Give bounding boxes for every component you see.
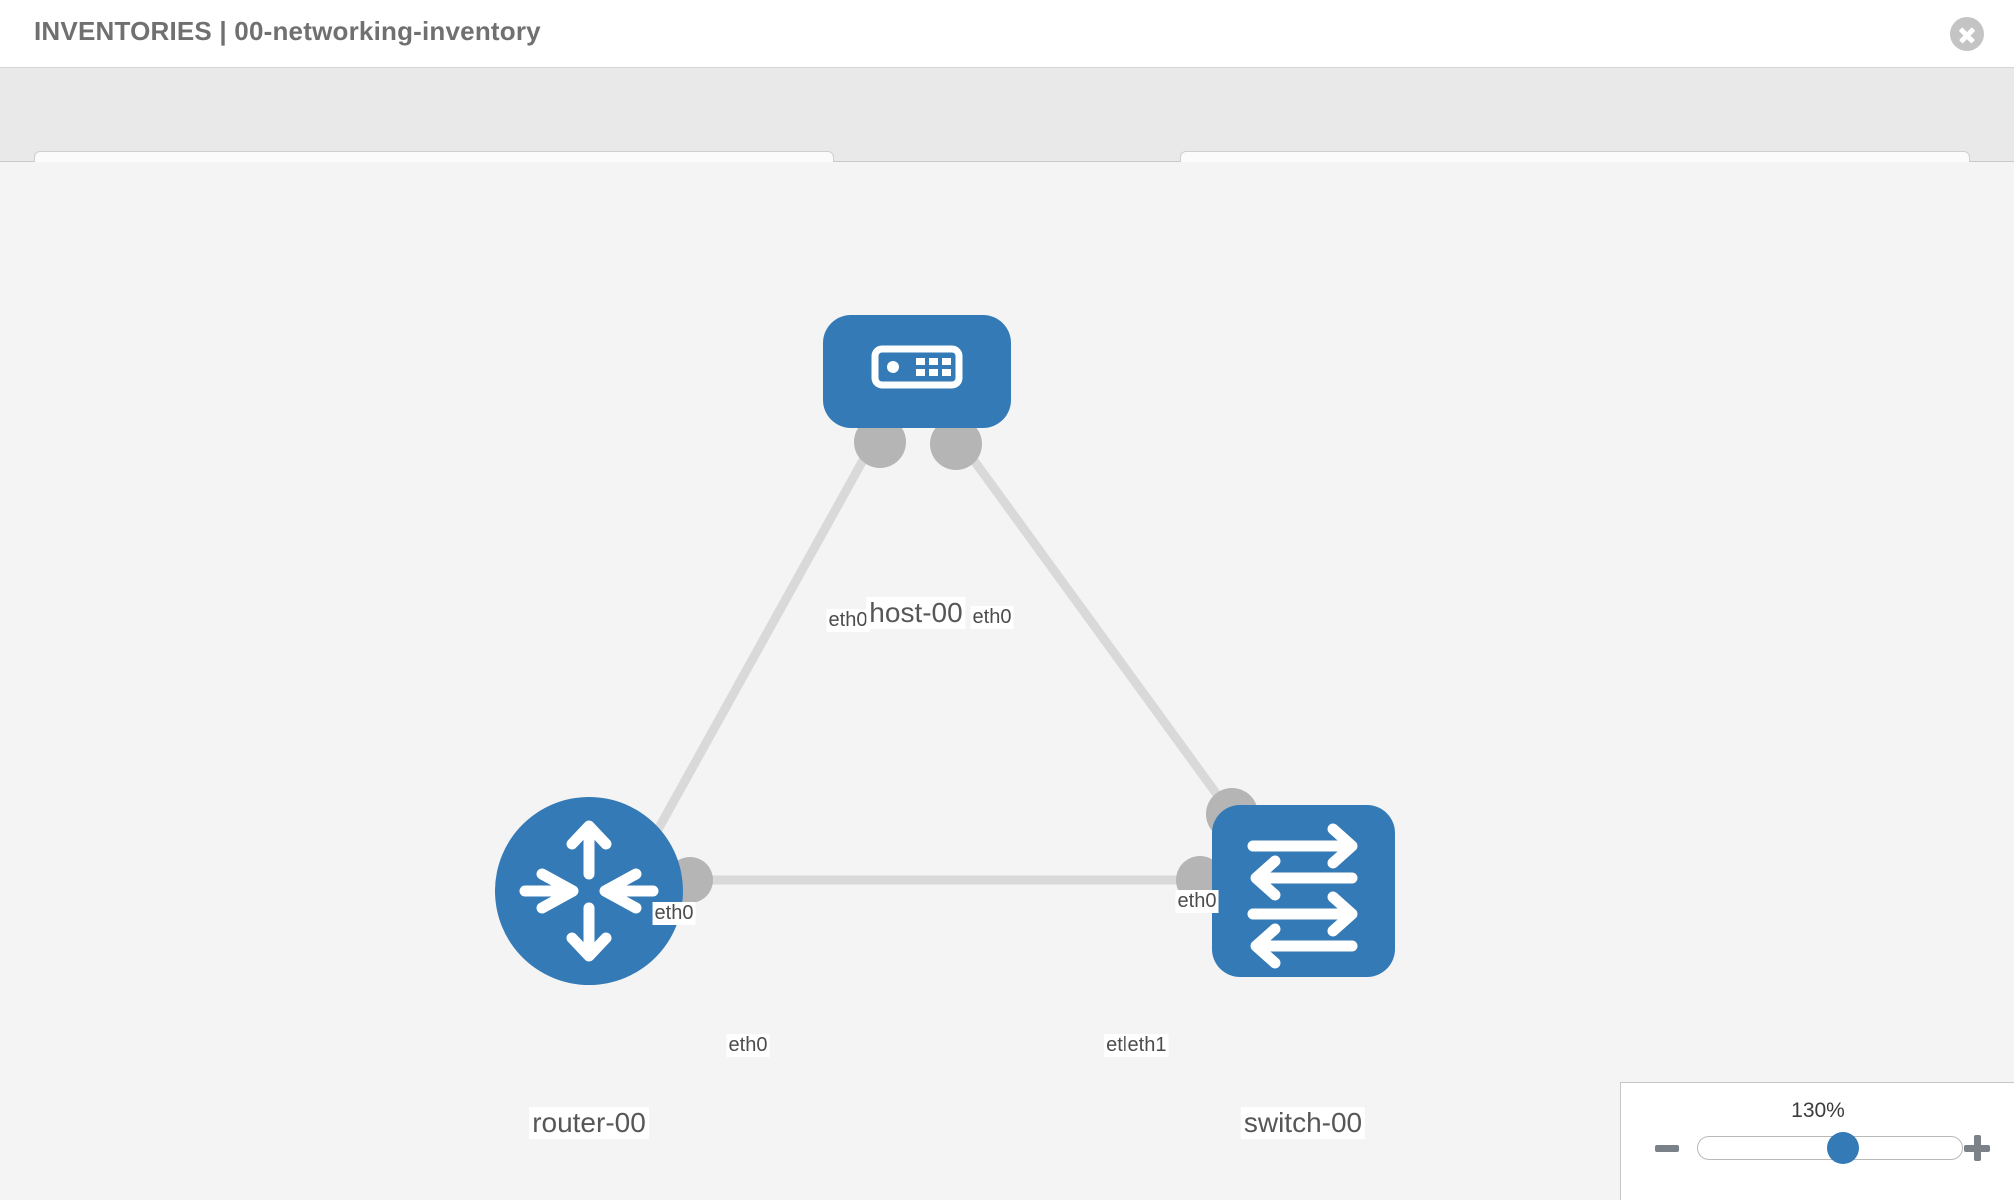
page-title: INVENTORIES | 00-networking-inventory xyxy=(34,16,541,46)
iface-label-router-up: eth0 xyxy=(652,902,696,925)
node-router-00 xyxy=(495,797,683,985)
iface-label-host-left: eth0 xyxy=(826,609,870,632)
iface-label-switch-left-b: eth1 xyxy=(1125,1034,1169,1057)
port-host-right xyxy=(930,418,982,470)
node-label-host-00: host-00 xyxy=(866,597,966,629)
node-label-switch-00: switch-00 xyxy=(1240,1107,1366,1139)
link-host-router xyxy=(635,439,877,867)
node-switch-00 xyxy=(1212,805,1395,977)
server-icon xyxy=(871,345,963,389)
port-host-left xyxy=(854,416,906,468)
close-icon[interactable] xyxy=(1950,17,1984,51)
topology-links xyxy=(635,439,1245,885)
topology-graph xyxy=(495,315,1395,985)
zoom-slider-thumb[interactable] xyxy=(1826,1132,1859,1164)
iface-label-host-right: eth0 xyxy=(970,606,1014,629)
node-host-00 xyxy=(823,315,1011,428)
topology-canvas[interactable]: eth0 eth0 eth0 eth0 eth0 eth eth1 host-0… xyxy=(0,162,2014,1200)
toolbar: ACTIONS SEARCH xyxy=(0,68,2014,203)
switch-arrows-icon xyxy=(1247,823,1358,969)
zoom-slider-track[interactable] xyxy=(1697,1132,1963,1164)
zoom-level-value: 130% xyxy=(1791,1099,1845,1122)
node-label-router-00: router-00 xyxy=(529,1107,649,1139)
zoom-out-button[interactable] xyxy=(1655,1145,1679,1152)
zoom-control-panel: 130% xyxy=(1620,1082,2014,1200)
iface-label-router-right: eth0 xyxy=(726,1034,770,1057)
window-header: INVENTORIES | 00-networking-inventory xyxy=(0,0,2014,68)
link-host-switch xyxy=(957,439,1242,827)
zoom-in-button[interactable] xyxy=(1964,1135,1990,1161)
iface-label-switch-up: eth0 xyxy=(1175,890,1219,913)
router-arrows-icon xyxy=(519,820,659,962)
